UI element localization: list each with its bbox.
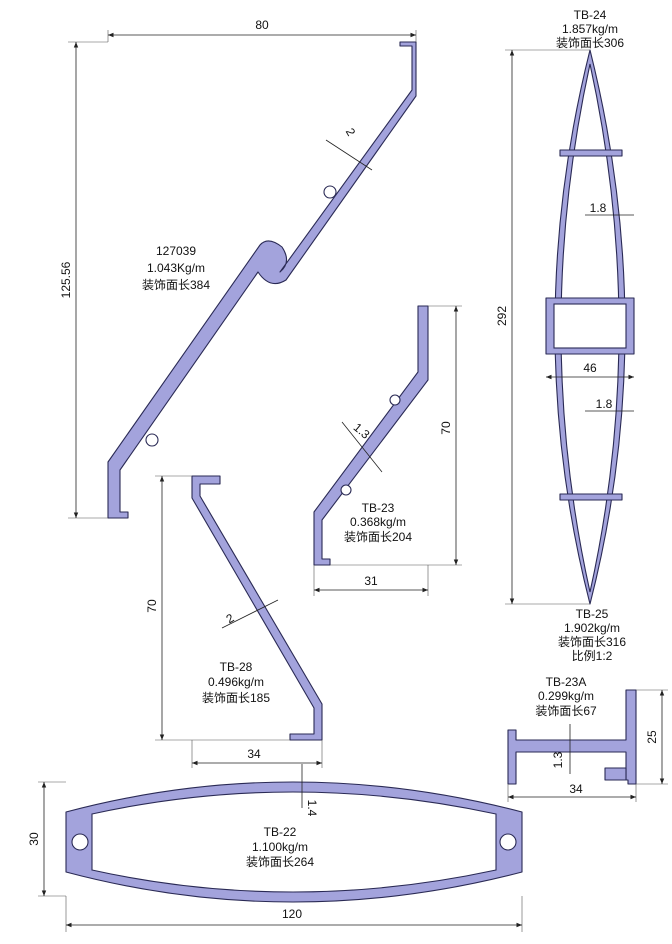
tb25-weight: 1.902kg/m [564, 621, 620, 635]
dim-width: 120 [282, 907, 302, 921]
dim-width: 34 [247, 747, 261, 761]
profile-tb28: 70 34 2 TB-28 0.496kg/m 装饰面长185 [145, 475, 323, 768]
dim-line-wall [325, 139, 373, 171]
tb25-scale: 比例1:2 [572, 649, 613, 663]
dim-wall-upper: 1.8 [590, 201, 607, 215]
tb24-code: TB-24 [574, 8, 607, 22]
profile-127039-shape [107, 41, 417, 519]
tb23a-lip [604, 767, 627, 781]
tb23a-code: TB-23A [546, 675, 587, 689]
tb23-weight: 0.368kg/m [350, 515, 406, 529]
profile-code: 127039 [156, 244, 196, 258]
dim-wall-lower: 1.8 [596, 397, 613, 411]
dim-wall: 1.3 [551, 751, 565, 768]
tb25-face-length: 装饰面长316 [558, 635, 626, 649]
tb22-hollow [91, 791, 497, 893]
screw-groove [71, 833, 89, 851]
profile-tb22: 30 120 1.4 TB-22 1.100kg/m 装饰面长264 [27, 764, 523, 932]
dim-line-wall [221, 599, 279, 629]
tb24-weight: 1.857kg/m [562, 22, 618, 36]
dim-height: 292 [495, 306, 509, 326]
dim-height: 125.56 [59, 261, 73, 298]
profile-tb23: 70 31 1.3 TB-23 0.368kg/m 装饰面长204 [313, 305, 462, 596]
screw-groove [323, 185, 337, 199]
screw-groove [499, 833, 517, 851]
tb23a-weight: 0.299kg/m [538, 689, 594, 703]
dim-line-wall [341, 421, 383, 473]
dim-width: 34 [569, 782, 583, 796]
tb22-face-length: 装饰面长264 [246, 855, 314, 869]
dim-wall: 1.4 [305, 800, 319, 817]
tb25-code: TB-25 [576, 607, 609, 621]
dim-wall: 2 [224, 611, 237, 627]
dim-height: 70 [145, 599, 159, 613]
tb28-weight: 0.496kg/m [208, 675, 264, 689]
tb24-face-length: 装饰面长306 [556, 36, 624, 50]
rib [559, 149, 623, 157]
screw-groove [389, 394, 401, 406]
tb23a-shape [507, 689, 637, 785]
dim-height: 30 [27, 832, 41, 846]
screw-groove [340, 484, 352, 496]
tb28-face-length: 装饰面长185 [202, 691, 270, 705]
tb23-face-length: 装饰面长204 [344, 530, 412, 544]
profile-127039: 80 125.56 2 127039 1.043Kg/m 装饰面长384 [59, 18, 417, 519]
dim-inner-width: 46 [583, 361, 597, 375]
rib [559, 493, 623, 501]
dim-width: 80 [255, 18, 269, 32]
tb23-code: TB-23 [362, 501, 395, 515]
profile-face-length: 装饰面长384 [142, 278, 210, 292]
dim-height: 25 [645, 730, 659, 744]
profile-tb24-tb25: 292 46 1.8 1.8 TB-24 1.857kg/m 装饰面长306 T… [495, 8, 635, 663]
dim-height: 70 [439, 421, 453, 435]
dim-wall: 2 [343, 126, 359, 139]
tb22-weight: 1.100kg/m [252, 840, 308, 854]
tb22-code: TB-22 [264, 825, 297, 839]
tb23-shape [313, 305, 429, 566]
dim-width: 31 [364, 574, 378, 588]
center-box-hollow [553, 303, 627, 349]
screw-groove [145, 433, 159, 447]
tb28-code: TB-28 [220, 660, 253, 674]
profile-tb23a: 25 34 1.3 TB-23A 0.299kg/m 装饰面长67 [507, 675, 668, 802]
tb23a-face-length: 装饰面长67 [535, 704, 597, 718]
profile-weight: 1.043Kg/m [147, 261, 205, 275]
